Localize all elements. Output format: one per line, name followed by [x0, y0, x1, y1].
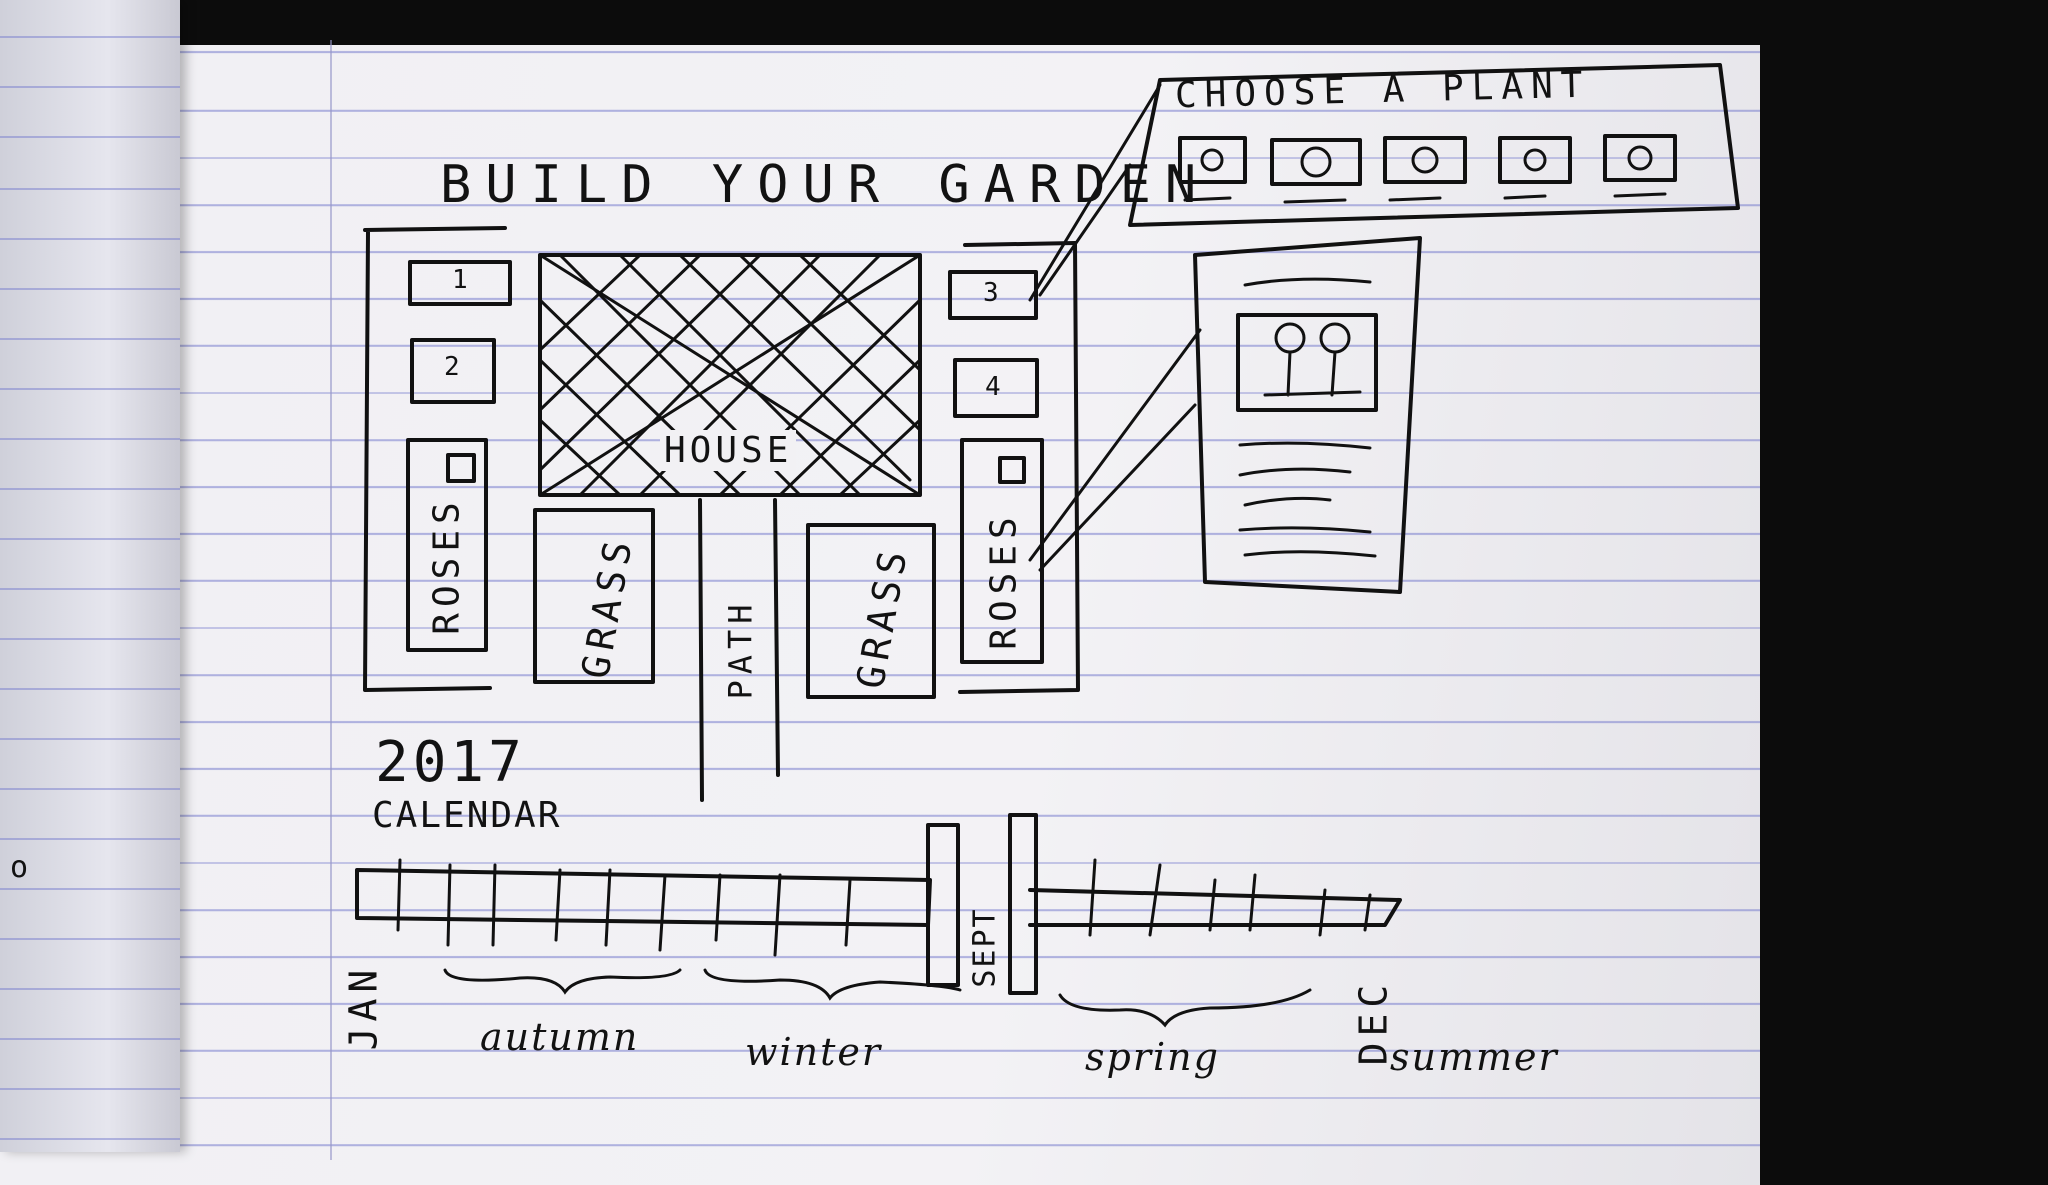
- path-label: PATH: [721, 598, 760, 700]
- slot-1-label[interactable]: 1: [452, 265, 474, 295]
- flower-icon: [1300, 146, 1332, 178]
- house-box: [538, 253, 922, 497]
- house-hatching: [538, 253, 922, 497]
- slot-2-label[interactable]: 2: [444, 352, 466, 382]
- plant-option-3-icon: [1383, 136, 1467, 184]
- roses-left-marker: [446, 453, 476, 483]
- garden-sketch: [0, 0, 2048, 1152]
- slot-3-label[interactable]: 3: [983, 278, 1005, 308]
- winter-brace: [703, 968, 962, 1001]
- page-margin-line: [330, 40, 332, 1160]
- left-border-line: [363, 226, 507, 692]
- plant-info-text-lines: [1238, 277, 1377, 558]
- grass-right-bed: [806, 523, 936, 699]
- notebook-page: [0, 45, 1760, 1185]
- plant-option-underlines: [1183, 192, 1667, 204]
- plant-stems: [1263, 350, 1362, 397]
- right-border-line: [958, 241, 1080, 694]
- calendar-label: CALENDAR: [372, 795, 562, 836]
- plant-option-4-icon: [1498, 136, 1572, 184]
- flower-icon: [1274, 322, 1306, 354]
- plant-callout-line: [1028, 83, 1162, 302]
- calendar-slider-right: [1008, 813, 1038, 995]
- margin-mark: o: [10, 850, 35, 885]
- house-label: HOUSE: [660, 430, 797, 471]
- flower-icon: [1200, 148, 1224, 172]
- flower-icon: [1627, 145, 1653, 171]
- grass-left-bed: [533, 508, 655, 684]
- info-callout-line: [1028, 328, 1202, 572]
- season-summer: summer: [1390, 1035, 1559, 1079]
- page-title: BUILD YOUR GARDEN: [440, 155, 1211, 215]
- slot-1-box: [408, 260, 512, 306]
- calendar-end-month: DEC: [1351, 978, 1396, 1066]
- autumn-brace: [443, 968, 682, 995]
- calendar-bar-left: [355, 868, 932, 927]
- roses-right-marker: [998, 456, 1026, 484]
- calendar-slider-left: [926, 823, 960, 987]
- season-autumn: autumn: [480, 1015, 640, 1059]
- plant-picker-box: [1128, 63, 1740, 227]
- slot-4-box: [953, 358, 1039, 418]
- slot-2-box: [410, 338, 496, 404]
- flower-icon: [1411, 146, 1439, 174]
- roses-left-label[interactable]: ROSES: [426, 496, 468, 635]
- calendar-year: 2017: [375, 730, 526, 795]
- season-spring: spring: [1085, 1035, 1220, 1079]
- flower-icon: [1319, 322, 1351, 354]
- plant-info-image: [1236, 313, 1378, 412]
- notebook-left-page: [0, 0, 180, 1152]
- calendar-ticks: [396, 858, 1372, 957]
- calendar-start-month: JAN: [341, 963, 386, 1051]
- flower-icon: [1523, 148, 1547, 172]
- plant-option-1-icon: [1178, 136, 1247, 184]
- calendar-bar-right: [1028, 888, 1402, 927]
- calendar-selected-month[interactable]: SEPT: [967, 907, 1003, 988]
- plant-option-2-icon: [1270, 138, 1362, 186]
- roses-right-bed: [960, 438, 1044, 664]
- roses-left-bed: [406, 438, 488, 652]
- slot-4-label[interactable]: 4: [985, 372, 1007, 402]
- path-lines: [698, 498, 780, 802]
- plant-info-card: [1193, 236, 1422, 594]
- spring-brace: [1058, 988, 1312, 1028]
- plant-option-5-icon: [1603, 134, 1677, 182]
- roses-right-label[interactable]: ROSES: [983, 511, 1025, 650]
- season-winter: winter: [745, 1030, 883, 1074]
- plant-icon-boxes: [1178, 134, 1677, 204]
- slot-3-box: [948, 270, 1038, 320]
